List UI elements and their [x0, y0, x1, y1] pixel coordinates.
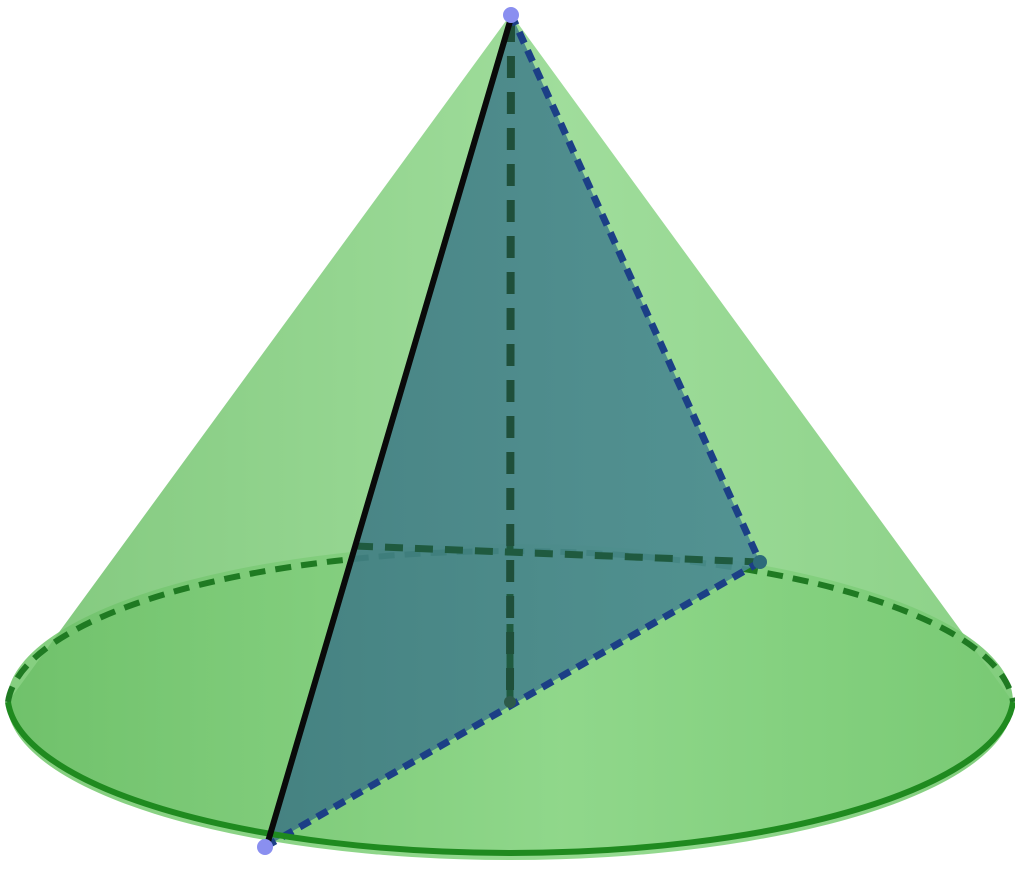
cone-axis-hidden	[506, 19, 515, 703]
visible-generator	[264, 17, 514, 846]
hidden-diameter	[354, 542, 761, 566]
section-edge-apex-right	[507, 12, 764, 564]
base-point-front	[257, 839, 273, 855]
base-point-right	[753, 555, 767, 569]
base-center-point	[504, 696, 516, 708]
apex-point	[503, 7, 519, 23]
base-front-arc	[5, 701, 1015, 856]
